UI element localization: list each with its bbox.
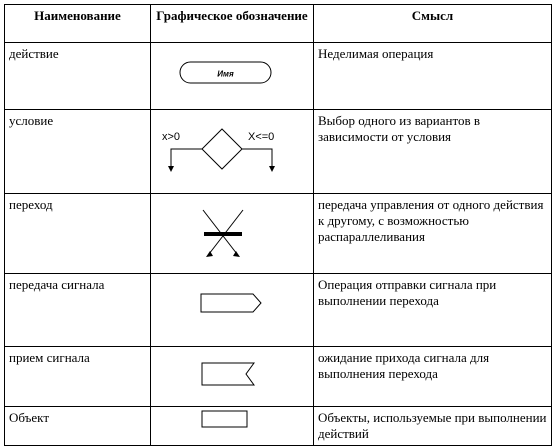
condition-symbol-cell: x>0 X<=0 [150,109,314,194]
notation-table: Наименование Графическое обозначение Смы… [4,4,552,446]
object-symbol-cell [150,406,314,446]
table-row: условие x>0 X<=0 Выбор одного из вариант… [4,109,552,194]
row-name: условие [4,109,151,194]
table-row: прием сигнала ожидание прихода сигнала д… [4,346,552,407]
row-name: переход [4,193,151,274]
row-meaning: передача управления от одного действия к… [313,193,552,274]
transition-symbol-cell [150,193,314,274]
row-meaning: Объекты, используемые при выполнении дей… [313,406,552,446]
send-signal-icon [200,293,262,313]
condition-right-label: X<=0 [248,131,274,143]
row-name: прием сигнала [4,346,151,407]
arrow-down-icon [269,166,275,172]
transition-symbol [202,209,244,257]
object-icon [201,410,248,428]
receive-signal-symbol-cell [150,346,314,407]
table-row: переход передача управления от одного де… [4,193,552,274]
row-name: Объект [4,406,151,446]
send-signal-symbol [200,293,262,313]
condition-symbol: x>0 X<=0 [162,128,275,172]
receive-signal-symbol [201,362,255,386]
row-meaning: Выбор одного из вариантов в зависимости … [313,109,552,194]
row-meaning: ожидание прихода сигнала для выполнения … [313,346,552,407]
arrow-icon [233,251,240,257]
header-meaning: Смысл [313,4,552,43]
send-signal-symbol-cell [150,273,314,347]
decision-diamond-icon [201,128,243,170]
row-name: передача сигнала [4,273,151,347]
object-symbol [201,410,248,428]
table-row: действие Имя Неделимая операция [4,42,552,110]
action-symbol-cell: Имя [150,42,314,110]
condition-left-label: x>0 [162,131,180,143]
row-name: действие [4,42,151,110]
receive-signal-icon [201,362,255,386]
header-graphic: Графическое обозначение [150,4,314,43]
action-symbol: Имя [179,61,272,84]
arrow-icon [206,251,213,257]
header-name: Наименование [4,4,151,43]
table-row: передача сигнала Операция отправки сигна… [4,273,552,347]
row-meaning: Операция отправки сигнала при выполнении… [313,273,552,347]
table-row: Объект Объекты, используемые при выполне… [4,406,552,446]
row-meaning: Неделимая операция [313,42,552,110]
action-symbol-label: Имя [217,70,234,79]
arrow-down-icon [168,166,174,172]
header-row: Наименование Графическое обозначение Смы… [4,4,552,43]
